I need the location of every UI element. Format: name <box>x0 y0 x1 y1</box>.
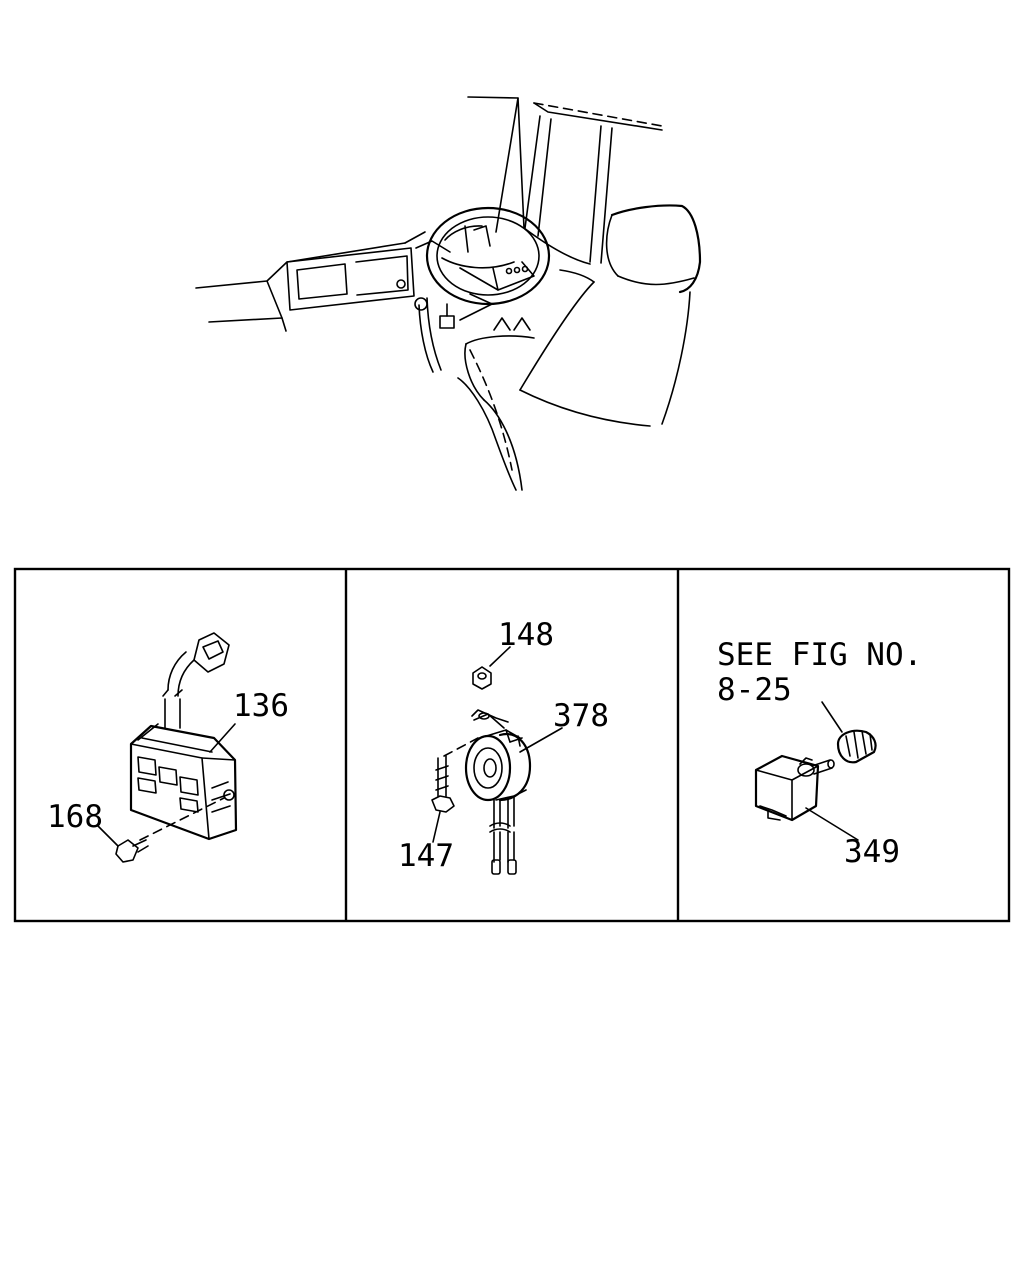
callout-168: 168 <box>47 799 103 835</box>
callout-148: 148 <box>498 617 554 653</box>
panel-switch <box>754 701 877 841</box>
reference-line-1: SEE FIG NO. <box>717 637 922 673</box>
panel-buzzer <box>431 646 563 875</box>
callout-349: 349 <box>844 834 900 870</box>
cab-overview <box>195 96 702 491</box>
labels: 136 168 148 378 147 349 SEE FIG NO. 8-25 <box>47 617 922 874</box>
callout-378: 378 <box>553 698 609 734</box>
panel-control-box <box>97 632 238 863</box>
panel-frames <box>13 567 1011 923</box>
callout-147: 147 <box>398 838 454 874</box>
reference-line-2: 8-25 <box>717 672 792 708</box>
callout-136: 136 <box>233 688 289 724</box>
